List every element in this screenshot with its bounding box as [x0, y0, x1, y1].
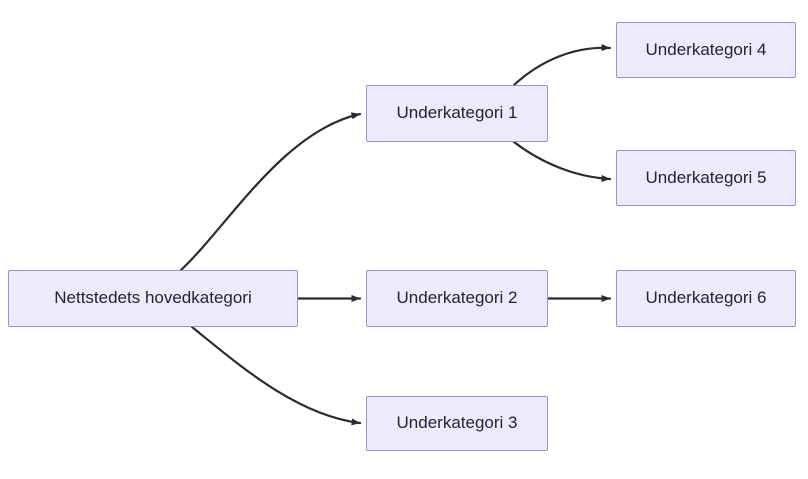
- node-label: Nettstedets hovedkategori: [54, 288, 252, 308]
- node-underkategori-3[interactable]: Underkategori 3: [366, 396, 548, 451]
- node-underkategori-2[interactable]: Underkategori 2: [366, 270, 548, 327]
- edge-root-to-sub3: [190, 325, 362, 426]
- node-label: Underkategori 1: [396, 103, 518, 123]
- node-label: Underkategori 3: [396, 413, 518, 433]
- node-label: Underkategori 2: [396, 288, 518, 308]
- node-label: Underkategori 6: [645, 288, 767, 308]
- node-underkategori-1[interactable]: Underkategori 1: [366, 85, 548, 142]
- edge-sub1-to-sub4: [512, 44, 612, 87]
- edge-root-to-sub1: [179, 112, 362, 272]
- edge-sub1-to-sub5: [512, 140, 612, 183]
- node-nettstedets-hovedkategori[interactable]: Nettstedets hovedkategori: [8, 270, 298, 327]
- node-underkategori-5[interactable]: Underkategori 5: [616, 150, 796, 206]
- node-underkategori-4[interactable]: Underkategori 4: [616, 22, 796, 78]
- node-label: Underkategori 5: [645, 167, 767, 187]
- node-label: Underkategori 4: [645, 39, 767, 59]
- node-underkategori-6[interactable]: Underkategori 6: [616, 270, 796, 327]
